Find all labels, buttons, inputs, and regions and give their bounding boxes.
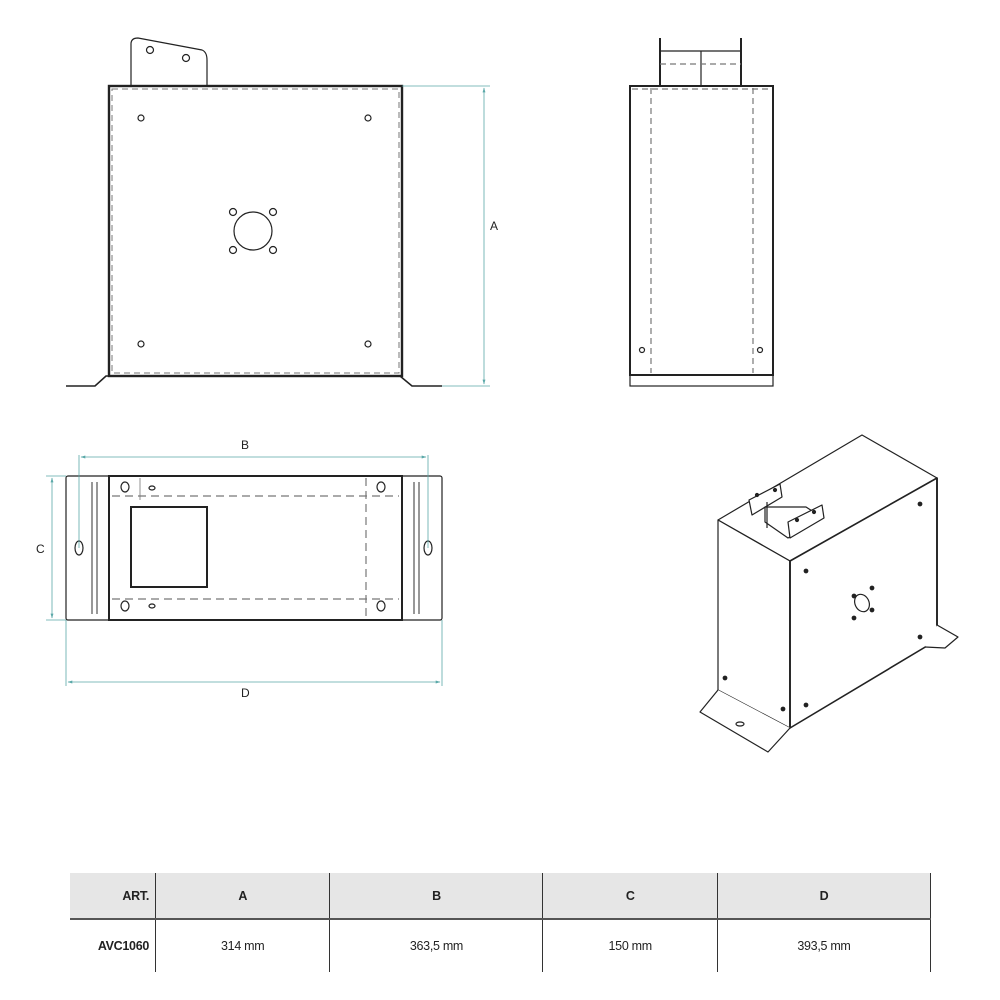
side-view — [629, 38, 774, 387]
header-c: C — [542, 873, 718, 920]
cell-a: 314 mm — [155, 919, 331, 972]
dimensions-table: ART. A B C D AVC1060 314 mm 363,5 mm 150… — [70, 873, 932, 972]
cell-b: 363,5 mm — [329, 919, 544, 972]
dimension-label-d: D — [241, 686, 250, 700]
dimension-label-b: B — [241, 438, 249, 452]
table-row: AVC1060 314 mm 363,5 mm 150 mm 393,5 mm — [70, 919, 932, 972]
header-b: B — [329, 873, 544, 920]
isometric-view — [699, 434, 959, 753]
header-a: A — [155, 873, 331, 920]
cell-art: AVC1060 — [70, 919, 156, 972]
dimension-label-a: A — [490, 219, 498, 233]
front-view — [66, 37, 490, 387]
cell-c: 150 mm — [542, 919, 718, 972]
header-d: D — [717, 873, 932, 920]
cell-d: 393,5 mm — [717, 919, 932, 972]
dimension-label-c: C — [36, 542, 45, 556]
top-view — [46, 455, 443, 686]
technical-drawing: A — [36, 37, 959, 753]
table-header-row: ART. A B C D — [70, 873, 932, 920]
header-art: ART. — [70, 873, 156, 920]
